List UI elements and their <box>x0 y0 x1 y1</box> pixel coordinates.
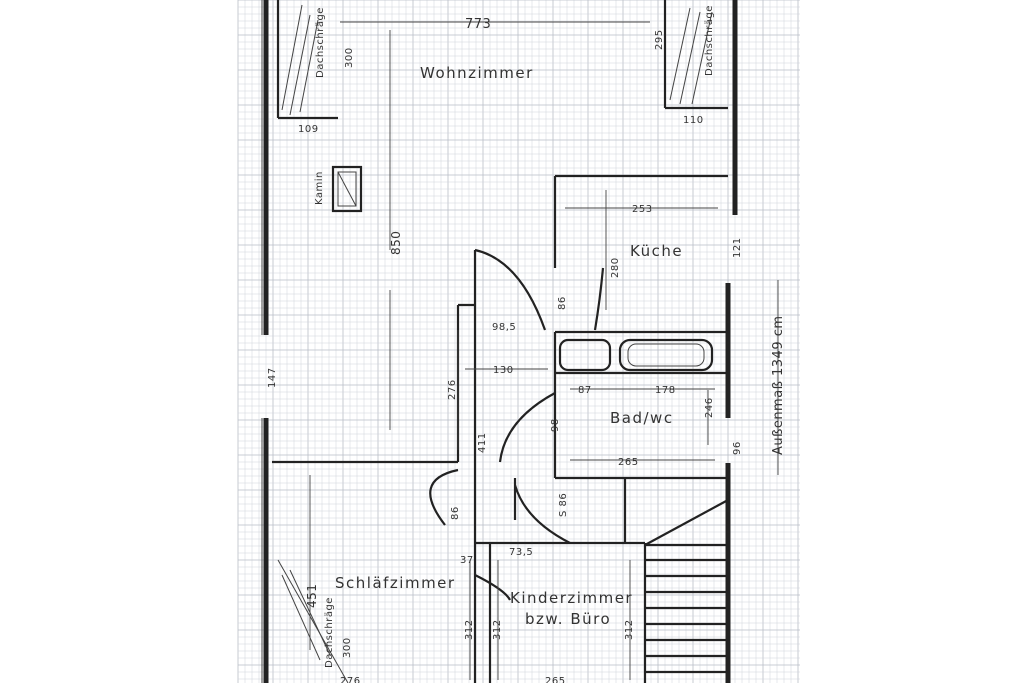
dim-door-73-5: 73,5 <box>509 547 533 558</box>
dim-right-110: 110 <box>683 115 704 126</box>
label-dachschraege-bedroom: Dachschräge <box>324 597 335 668</box>
dim-door-37: 37 <box>460 555 474 566</box>
dim-right-121: 121 <box>732 237 743 258</box>
dim-bottom-276: 276 <box>340 676 361 683</box>
dim-bottom-265: 265 <box>545 676 566 683</box>
dim-left-109: 109 <box>298 124 319 135</box>
dim-bad-178: 178 <box>655 385 676 396</box>
dim-bad-87: 87 <box>578 385 592 396</box>
dim-kueche-width: 253 <box>632 204 653 215</box>
dim-right-147: 147 <box>267 367 278 388</box>
room-label-schlafzimmer: Schläfzimmer <box>335 574 456 592</box>
room-label-kueche: Küche <box>630 242 683 260</box>
dim-door-98-5: 98,5 <box>492 322 516 333</box>
dim-kinder-312: 312 <box>492 619 503 640</box>
dim-wohn-height: 850 <box>389 231 403 255</box>
room-labels: Wohnzimmer Küche Bad/wc Schläfzimmer Kin… <box>335 64 683 628</box>
room-label-wohnzimmer: Wohnzimmer <box>420 64 534 82</box>
graph-paper-grid <box>237 0 800 683</box>
dim-schlaf-451: 451 <box>305 584 319 608</box>
dim-right-96: 96 <box>732 441 743 455</box>
dim-wohn-width: 773 <box>465 17 491 32</box>
room-label-kinderzimmer: Kinderzimmer <box>510 589 633 607</box>
dim-door-s86: S 86 <box>558 493 569 517</box>
walls <box>261 0 738 683</box>
door-swings <box>429 248 605 601</box>
dim-bad-246: 246 <box>704 397 715 418</box>
dim-kueche-door: 86 <box>557 296 568 310</box>
dim-bad-265: 265 <box>618 457 639 468</box>
dim-flur-276: 276 <box>447 379 458 400</box>
dimension-lines <box>309 21 779 680</box>
dim-flur-411: 411 <box>477 432 488 453</box>
label-aussenmass: Außenmaß 1349 cm <box>771 315 786 455</box>
room-label-bad: Bad/wc <box>610 409 674 427</box>
dim-bad-98: 98 <box>550 418 561 432</box>
dim-schlaf-300: 300 <box>342 637 353 658</box>
label-kamin: Kamin <box>314 171 325 205</box>
bathtub-fixtures <box>558 338 714 372</box>
staircase <box>644 499 729 674</box>
dim-schlaf-312: 312 <box>464 619 475 640</box>
dim-kinder-312-right: 312 <box>624 619 635 640</box>
kamin-fireplace <box>331 165 363 213</box>
dim-left-slope: 300 <box>344 47 355 68</box>
annotation-labels: Dachschräge Dachschräge Dachschräge Kami… <box>314 5 786 668</box>
dim-right-slope: 295 <box>654 29 665 50</box>
dim-flur-130: 130 <box>493 365 514 376</box>
dimension-values: 773 850 300 295 109 110 253 280 86 121 1… <box>267 17 743 683</box>
room-label-kinderzimmer-sub: bzw. Büro <box>525 610 611 628</box>
dim-door-86: 86 <box>450 506 461 520</box>
label-dachschraege-right: Dachschräge <box>704 5 715 76</box>
label-dachschraege-left: Dachschräge <box>315 7 326 78</box>
dim-kueche-height: 280 <box>610 257 621 278</box>
